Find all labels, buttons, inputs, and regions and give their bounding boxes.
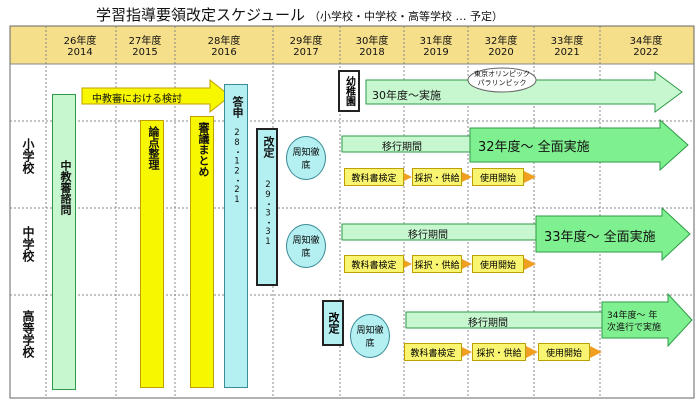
elementary-textbook: 教科書検定	[344, 168, 404, 186]
elementary-full-label: 32年度〜 全面実施	[478, 140, 590, 155]
junior-full-arrow	[535, 206, 691, 262]
row-lines	[10, 63, 694, 296]
elementary-notice: 周知徹底	[286, 136, 326, 180]
elementary-adoption: 採択・供給	[412, 168, 462, 186]
olympic-cloud	[467, 67, 537, 93]
report-label: 答申	[231, 96, 244, 118]
junior-start: 使用開始	[472, 255, 524, 273]
page-title: 学習指導要領改定スケジュール（小学校・中学校・高等学校 … 予定）	[96, 4, 503, 25]
revision-label: 改定	[262, 136, 275, 158]
kindergarten-label: 幼稚園	[338, 70, 360, 112]
junior-transition-label: 移行期間	[408, 230, 448, 241]
high-full-label: 34年度〜 年次進行で実施	[607, 311, 662, 333]
deliberation-bar	[190, 116, 214, 388]
report-date: 28・12・21	[232, 128, 242, 205]
junior-textbook: 教科書検定	[344, 255, 404, 273]
title-main: 学習指導要領改定スケジュール	[96, 6, 305, 24]
high-revision-box: 改定	[322, 300, 344, 346]
deliberation-label: 審議まとめ	[197, 122, 210, 177]
junior-full-label: 33年度〜 全面実施	[544, 230, 656, 245]
points-label: 論点整理	[147, 126, 160, 170]
revision-box	[256, 128, 278, 286]
row-label-elementary: 小学校	[21, 138, 35, 174]
high-notice: 周知徹底	[350, 314, 390, 358]
revision-date: 29・3・31	[263, 180, 273, 247]
junior-notice: 周知徹底	[286, 224, 326, 268]
council-bar	[52, 94, 76, 390]
row-label-junior: 中学校	[21, 226, 35, 262]
junior-adoption: 採択・供給	[412, 255, 462, 273]
row-label-high: 高等学校	[21, 310, 35, 358]
council-arrow	[81, 78, 231, 114]
high-adoption: 採択・供給	[472, 343, 526, 361]
kindergarten-arrow-label: 30年度〜実施	[372, 89, 441, 102]
elementary-full-arrow	[469, 118, 689, 172]
olympic-cloud-text: 東京オリンピックパラリンピック	[474, 70, 530, 87]
elementary-start: 使用開始	[472, 168, 524, 186]
council-arrow-label: 中教審における検討	[92, 94, 182, 105]
header-band	[9, 25, 695, 65]
elementary-transition-label: 移行期間	[382, 142, 422, 153]
high-start: 使用開始	[538, 343, 590, 361]
title-sub: （小学校・中学校・高等学校 … 予定）	[308, 10, 503, 23]
high-transition-label: 移行期間	[468, 318, 508, 329]
high-full-arrow	[601, 292, 693, 348]
council-label: 中教審諮問	[59, 160, 72, 215]
high-textbook: 教科書検定	[404, 343, 462, 361]
kindergarten-arrow	[365, 71, 683, 113]
points-bar	[140, 120, 164, 388]
report-bar	[224, 84, 248, 388]
